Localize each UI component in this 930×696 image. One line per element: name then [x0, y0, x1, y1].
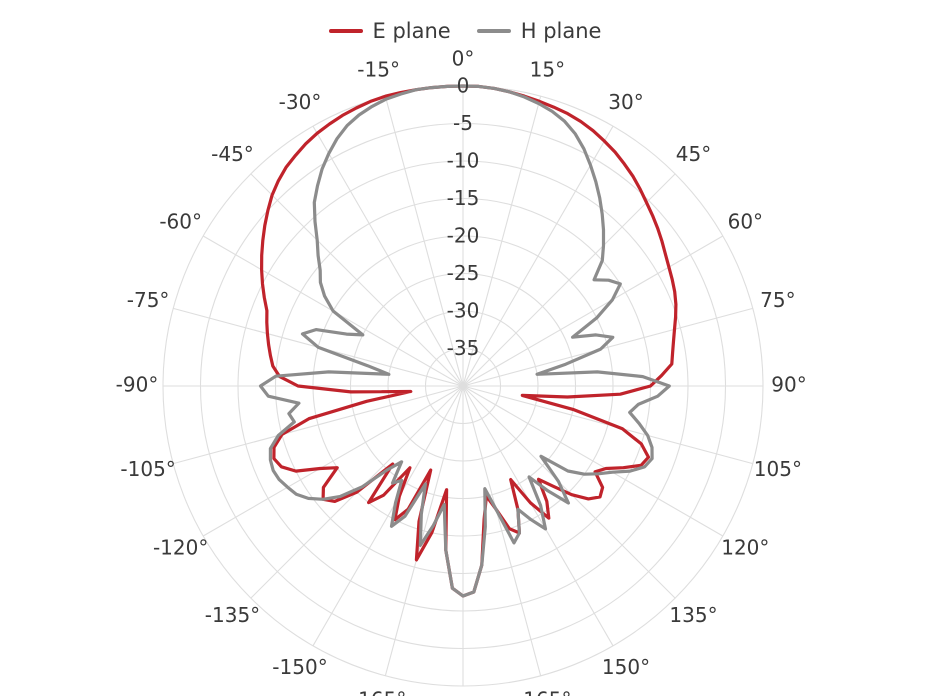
radial-tick-label: -35 — [447, 336, 480, 360]
angle-tick-label: -105° — [120, 457, 175, 481]
angle-tick-label: 105° — [754, 457, 802, 481]
grid-spoke — [462, 96, 542, 387]
radial-tick-label: -5 — [453, 111, 473, 135]
angle-tick-label: 90° — [771, 373, 806, 397]
angle-tick-label: 30° — [608, 90, 643, 114]
grid-spoke — [173, 385, 464, 465]
radial-tick-label: -10 — [447, 149, 480, 173]
angle-tick-label: 0° — [452, 47, 475, 71]
axis-labels: 0° 15° 30° 45° 60° 75° 90° 105° 120° 135° 150° 165°… — [116, 47, 807, 696]
legend-item-e-plane[interactable]: E plane — [328, 19, 451, 43]
grid-spoke — [384, 385, 464, 676]
grid-spoke — [462, 235, 724, 387]
legend-label-e-plane: E plane — [372, 19, 451, 43]
grid-spoke — [312, 125, 464, 387]
angle-tick-label: -15° — [357, 58, 400, 82]
angle-tick-label: -75° — [127, 288, 170, 312]
grid-spoke — [462, 307, 753, 387]
angle-tick-label: -120° — [153, 536, 208, 560]
angle-tick-label: 120° — [721, 536, 769, 560]
grid-spoke — [462, 385, 724, 537]
angle-tick-label: -45° — [211, 142, 254, 166]
angle-tick-label: -30° — [279, 90, 322, 114]
angle-tick-label: 150° — [602, 655, 650, 679]
radial-tick-label: -20 — [447, 224, 480, 248]
angle-tick-label: 135° — [669, 603, 717, 627]
angle-tick-label: -150° — [272, 655, 327, 679]
angle-tick-label: 15° — [530, 58, 565, 82]
angle-tick-label: -135° — [205, 603, 260, 627]
radial-tick-label: 0 — [457, 74, 470, 98]
grid-spoke — [250, 173, 464, 387]
grid-spoke — [462, 385, 614, 647]
grid-spoke — [462, 125, 614, 387]
legend-swatch-h-plane — [476, 29, 511, 33]
radial-tick-label: -15 — [447, 186, 480, 210]
series-line-h-plane — [258, 84, 671, 598]
grid-spoke — [462, 173, 676, 387]
legend-label-h-plane: H plane — [520, 19, 602, 43]
grid-spoke — [312, 385, 464, 647]
angle-tick-label: 45° — [676, 142, 711, 166]
angle-tick-label: -165° — [351, 687, 406, 696]
angle-tick-label: 165° — [523, 687, 571, 696]
grid-spoke — [202, 385, 464, 537]
angle-tick-label: -60° — [159, 210, 202, 234]
chart-legend: E plane H plane — [0, 14, 930, 48]
radial-tick-label: -30 — [447, 299, 480, 323]
angle-tick-label: -90° — [116, 373, 159, 397]
series-lines — [258, 84, 678, 598]
grid-spoke — [384, 96, 464, 387]
legend-swatch-e-plane — [328, 29, 363, 33]
angle-tick-label: 60° — [728, 210, 763, 234]
legend-item-h-plane[interactable]: H plane — [476, 19, 602, 43]
angle-tick-label: 75° — [760, 288, 795, 312]
grid-spoke — [462, 385, 542, 676]
grid-spoke — [462, 385, 753, 465]
radial-tick-label: -25 — [447, 261, 480, 285]
